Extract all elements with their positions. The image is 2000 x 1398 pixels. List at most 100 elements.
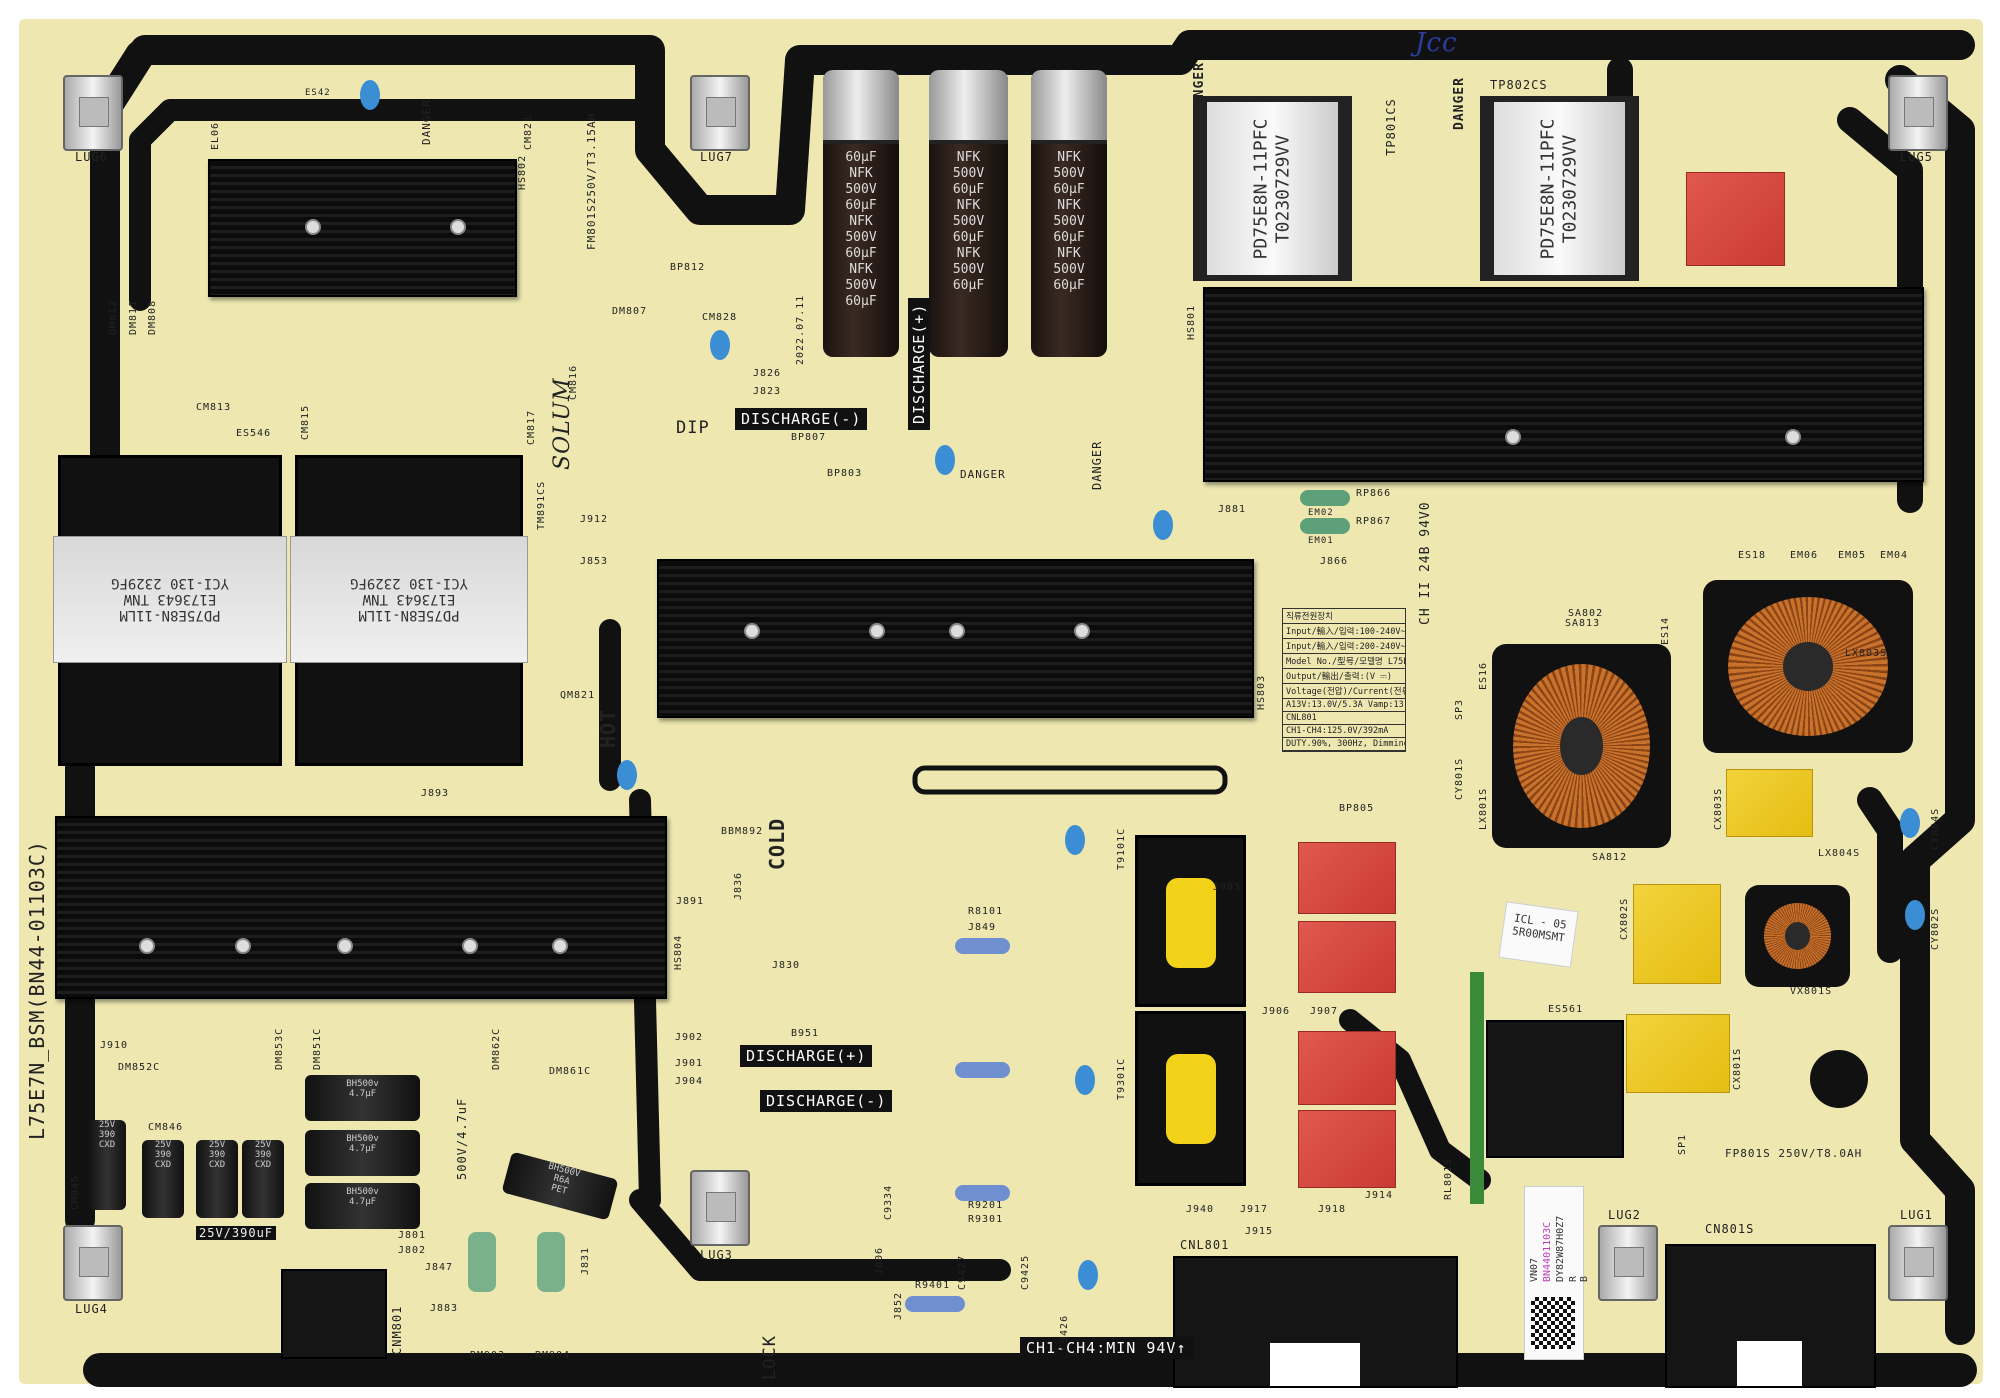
bh-capacitor: BH500v 4.7µF (305, 1183, 420, 1229)
toroid-inductor-lx801s (1492, 644, 1671, 848)
ref-label: EL06 (210, 121, 221, 150)
ref-label: HS803 (1256, 674, 1267, 710)
film-capacitor (1298, 921, 1396, 993)
film-capacitor-pfc (1686, 172, 1785, 266)
ref-label: J901 (675, 1058, 704, 1069)
electrolytic-capacitor: 25V 390 CXD (196, 1140, 238, 1218)
electrolytic-capacitor: 25V 390 CXD (242, 1140, 284, 1218)
ref-label: J902 (675, 1032, 704, 1043)
ref-label: TM891CS (536, 480, 547, 530)
ref-label: CX802S (1619, 897, 1630, 940)
x-capacitor (1633, 884, 1721, 984)
ref-label: DM861C (549, 1066, 592, 1077)
ref-label: C9426 (1059, 1314, 1070, 1350)
ref-label: J917 (1240, 1204, 1269, 1215)
connector-cnl801[interactable] (1173, 1256, 1458, 1388)
ref-label: J831 (580, 1246, 591, 1275)
relay (1486, 1020, 1624, 1158)
ref-label: C9334 (883, 1184, 894, 1220)
ref-label: J853 (580, 556, 609, 567)
ref-label: C9427 (957, 1254, 968, 1290)
ref-label: C9425 (1020, 1254, 1031, 1290)
ref-label: BP805 (1339, 803, 1375, 814)
ref-label: HS801 (1186, 304, 1197, 340)
ref-label: J847 (425, 1262, 454, 1273)
ref-label: J912 (580, 514, 609, 525)
connector-cnm801[interactable] (281, 1269, 387, 1359)
pfc-transformer: PD75E8N-11PFC T0230729VV (1193, 96, 1352, 281)
trace-inner-left (129, 99, 661, 1211)
ceramic-capacitor (710, 330, 730, 360)
discharge-minus-label: DISCHARGE(-) (735, 408, 868, 430)
resistor-r9301 (955, 1185, 1010, 1201)
channel-min-voltage-label: CH1-CH4:MIN 94V↑ (1020, 1337, 1193, 1359)
ref-label: R8101 (968, 906, 1004, 917)
ref-label: CX803S (1713, 787, 1724, 830)
ref-label: CM845 (70, 1174, 81, 1210)
qr-code (1531, 1297, 1575, 1349)
trace-outer (65, 30, 1975, 1345)
lug-5 (1888, 75, 1948, 151)
resistor-rm904 (537, 1232, 565, 1292)
toroid-inductor-lx804s (1745, 885, 1850, 987)
lug-3 (690, 1170, 750, 1246)
ref-label: J806 (874, 1246, 885, 1275)
ref-label: HS804 (673, 934, 684, 970)
main-transformer: PD75E8N-11LM E173643 TNW YCI-130 2329FG (290, 455, 528, 766)
bulk-capacitor: NFK 500V 60µF NFK 500V 60µF NFK 500V 60µ… (929, 70, 1008, 357)
heatsink-top-left (208, 159, 517, 297)
ref-label: CY802S (1930, 907, 1941, 950)
ceramic-capacitor (1905, 900, 1925, 930)
resistor-rp867 (1300, 518, 1350, 534)
film-capacitor (1298, 1110, 1396, 1188)
ref-label: RM903 (470, 1350, 506, 1361)
film-capacitor (1298, 1031, 1396, 1105)
ref-label: T9301C (1116, 1057, 1127, 1100)
film-capacitor (1298, 842, 1396, 914)
ref-label: J826 (753, 368, 782, 379)
ref-label: CM813 (196, 402, 232, 413)
ceramic-capacitor (1065, 825, 1085, 855)
daughter-board-edge (1470, 972, 1484, 1204)
ref-label: J906 (1262, 1006, 1291, 1017)
ref-label: CM821 (523, 114, 534, 150)
lug-1 (1888, 1225, 1948, 1301)
led-transformer-t9301c (1135, 1011, 1246, 1186)
lug-2 (1598, 1225, 1658, 1301)
board-model-marking: L75E7N_BSM(BN44-01103C) (25, 840, 49, 1140)
bh-capacitor: BH500v 4.7µF (305, 1130, 420, 1176)
ref-label: ES561 (1548, 1004, 1584, 1015)
ceramic-capacitor (360, 80, 380, 110)
ref-label: J914 (1365, 1190, 1394, 1201)
ref-label: RP867 (1356, 516, 1392, 527)
ref-label: RP866 (1356, 488, 1392, 499)
ref-label: VX801S (1790, 986, 1833, 997)
ref-label: J801 (398, 1230, 427, 1241)
varistor (1810, 1050, 1868, 1108)
ceramic-capacitor (1900, 808, 1920, 838)
ref-label: CM815 (300, 404, 311, 440)
ref-label: BP812 (670, 262, 706, 273)
ref-label: DM807 (612, 306, 648, 317)
ref-label: J893 (421, 788, 450, 799)
ref-label: J823 (753, 386, 782, 397)
ref-label: J918 (1318, 1204, 1347, 1215)
ceramic-capacitor (1075, 1065, 1095, 1095)
ref-label: BP807 (791, 432, 827, 443)
bh-capacitor: BH500v 4.7µF (305, 1075, 420, 1121)
bulk-capacitor: NFK 500V 60µF NFK 500V 60µF NFK 500V 60µ… (1031, 70, 1107, 357)
handwritten-mark: Jcc (1415, 28, 1458, 58)
ref-label: J830 (772, 960, 801, 971)
lug-6 (63, 75, 123, 151)
icl-label: ICL - 05 5R00MSMT (1498, 901, 1579, 968)
resistor-rm903 (468, 1232, 496, 1292)
ref-label: CM817 (526, 409, 537, 445)
resistor-r9101 (955, 938, 1010, 954)
ref-label: DM862C (491, 1027, 502, 1070)
connector-cn801s[interactable] (1665, 1244, 1876, 1388)
ceramic-capacitor (1078, 1260, 1098, 1290)
ref-label: CY804S (1930, 807, 1941, 850)
resistor-rp866 (1300, 490, 1350, 506)
ref-label: J910 (100, 1040, 129, 1051)
bulk-capacitor: 60µF NFK 500V 60µF NFK 500V 60µF NFK 500… (823, 70, 899, 357)
